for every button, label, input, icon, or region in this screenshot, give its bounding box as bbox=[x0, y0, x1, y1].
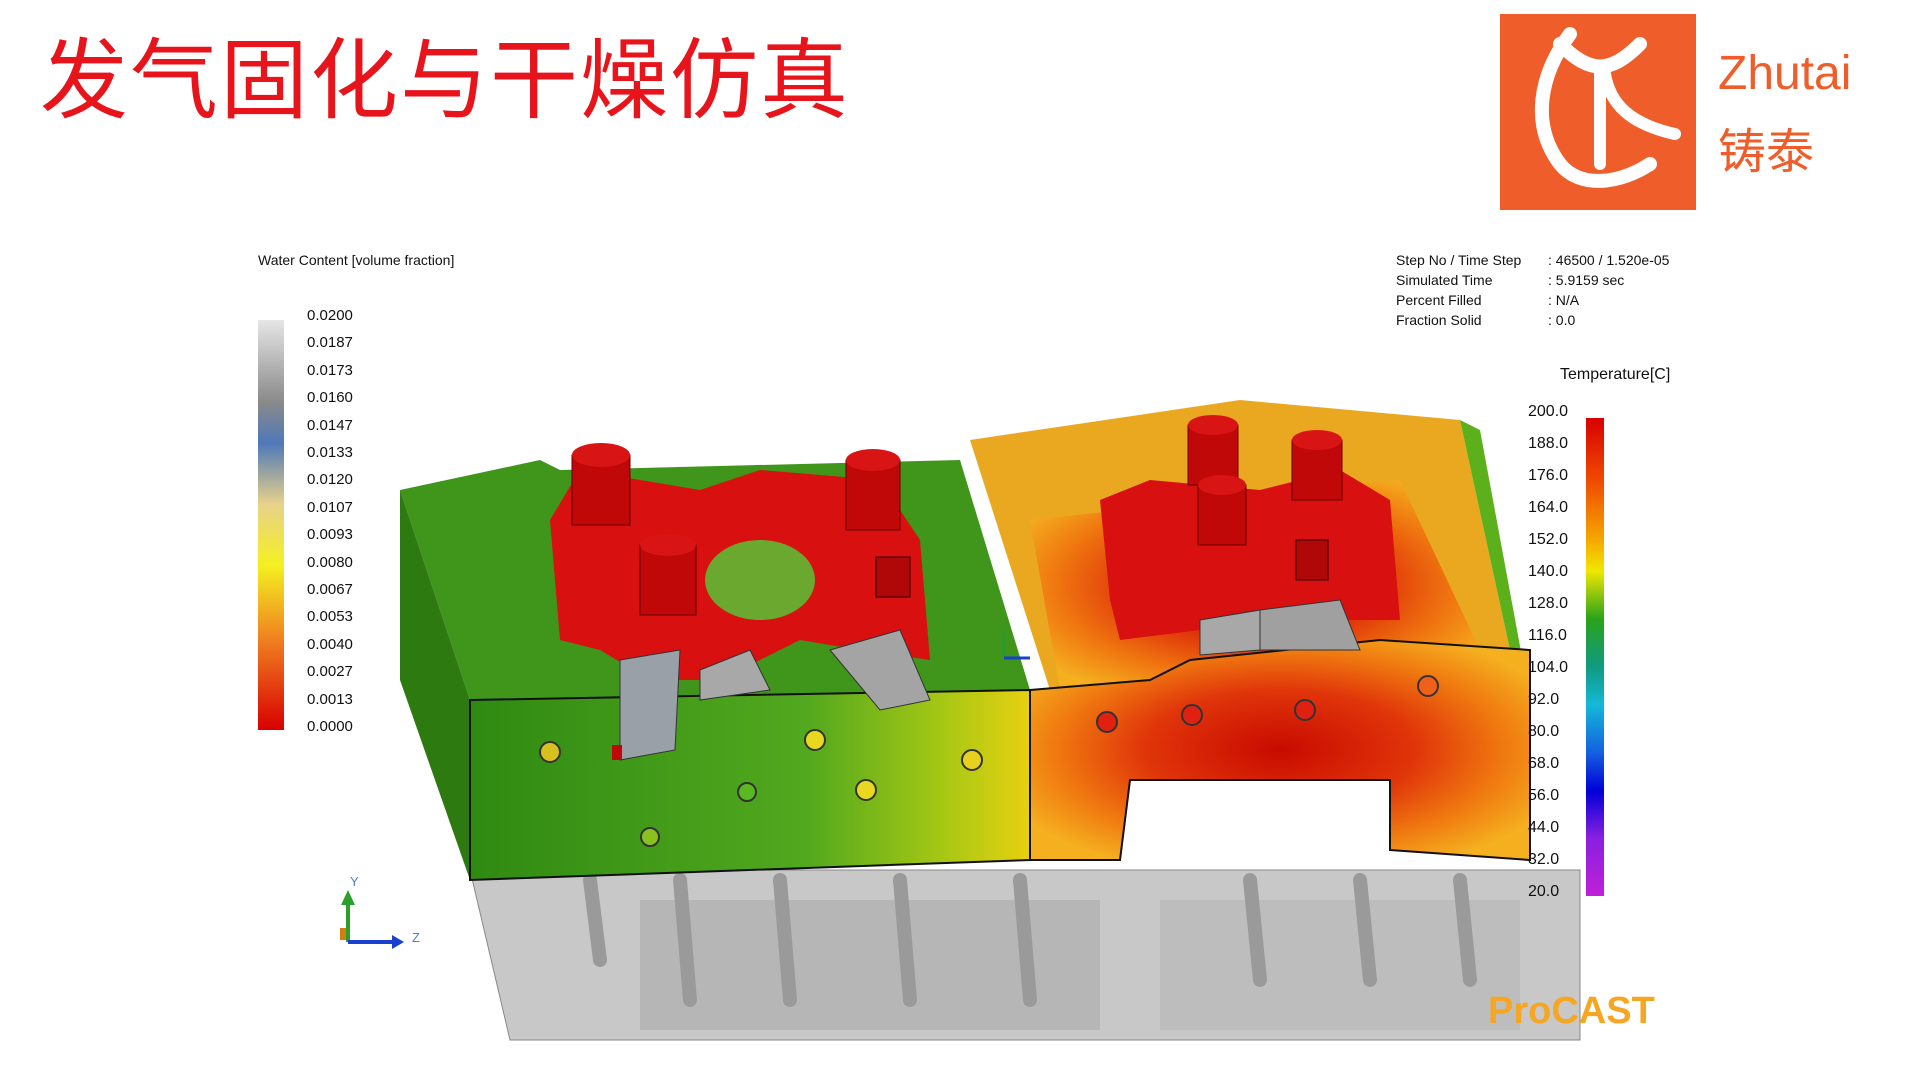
water-colorbar bbox=[258, 320, 284, 730]
sim-info-label: Simulated Time bbox=[1396, 272, 1493, 288]
water-legend-tick: 0.0200 bbox=[307, 307, 353, 324]
temperature-legend-tick: 80.0 bbox=[1528, 723, 1560, 740]
water-legend-tick: 0.0067 bbox=[307, 581, 353, 598]
zhutai-logo-icon bbox=[1500, 14, 1696, 210]
sim-info-value: : 46500 / 1.520e-05 bbox=[1548, 252, 1670, 268]
sim-info-label: Percent Filled bbox=[1396, 292, 1482, 308]
temperature-legend-tick: 104.0 bbox=[1528, 659, 1569, 676]
temperature-legend-tick: 32.0 bbox=[1528, 851, 1560, 868]
sim-info-value: : 5.9159 sec bbox=[1548, 272, 1625, 288]
water-legend-tick: 0.0040 bbox=[307, 635, 353, 653]
temperature-colorbar bbox=[1586, 418, 1604, 896]
water-legend-tick: 0.0147 bbox=[307, 416, 353, 434]
temperature-legend-tick: 116.0 bbox=[1528, 627, 1567, 644]
temperature-legend-tick: 44.0 bbox=[1528, 819, 1560, 836]
water-legend-tick: 0.0093 bbox=[307, 526, 353, 544]
logo-text-cn: 铸泰 bbox=[1718, 124, 1815, 180]
sim-info-label: Fraction Solid bbox=[1396, 312, 1482, 328]
axis-z-label: Z bbox=[412, 930, 420, 945]
temperature-legend-tick: 92.0 bbox=[1528, 691, 1560, 708]
sim-info-value: : N/A bbox=[1548, 292, 1580, 308]
water-legend-tick: 0.0013 bbox=[307, 690, 353, 708]
axis-y-label: Y bbox=[350, 874, 359, 889]
water-legend-tick: 0.0000 bbox=[307, 718, 353, 735]
water-legend-tick: 0.0120 bbox=[307, 471, 353, 489]
temperature-legend-tick: 140.0 bbox=[1528, 563, 1569, 580]
temperature-legend-title: Temperature[C] bbox=[1560, 366, 1671, 383]
slide-title: 发气固化与干燥仿真 bbox=[40, 29, 851, 132]
water-legend-tick: 0.0133 bbox=[307, 444, 353, 461]
procast-watermark: ProCAST bbox=[1488, 990, 1655, 1032]
logo-text-en: Zhutai bbox=[1718, 47, 1852, 100]
water-legend-tick: 0.0173 bbox=[307, 361, 353, 379]
temperature-legend-tick: 68.0 bbox=[1528, 755, 1560, 772]
sim-info-value: : 0.0 bbox=[1548, 312, 1576, 328]
temperature-legend-tick: 20.0 bbox=[1528, 883, 1560, 900]
water-legend-tick: 0.0080 bbox=[307, 553, 353, 571]
temperature-legend-tick: 128.0 bbox=[1528, 595, 1569, 612]
sim-info-label: Step No / Time Step bbox=[1396, 252, 1522, 268]
temperature-legend-tick: 176.0 bbox=[1528, 467, 1569, 484]
water-legend-tick: 0.0160 bbox=[307, 389, 353, 407]
temperature-legend-tick: 164.0 bbox=[1528, 499, 1569, 516]
water-legend-tick: 0.0187 bbox=[307, 334, 353, 352]
temperature-legend-tick: 188.0 bbox=[1528, 435, 1569, 452]
water-legend-tick: 0.0107 bbox=[307, 498, 353, 516]
sim-info-values: : 46500 / 1.520e-05 : 5.9159 sec : N/A :… bbox=[1548, 250, 1669, 330]
temperature-legend-tick: 152.0 bbox=[1528, 531, 1569, 548]
sim-info-labels: Step No / Time Step Simulated Time Perce… bbox=[1396, 250, 1521, 330]
temperature-legend-tick: 200.0 bbox=[1528, 403, 1569, 420]
water-legend-tick: 0.0053 bbox=[307, 608, 353, 626]
temperature-legend-tick: 56.0 bbox=[1528, 787, 1560, 804]
water-legend-title: Water Content [volume fraction] bbox=[258, 252, 455, 268]
water-legend-tick: 0.0027 bbox=[307, 663, 353, 681]
